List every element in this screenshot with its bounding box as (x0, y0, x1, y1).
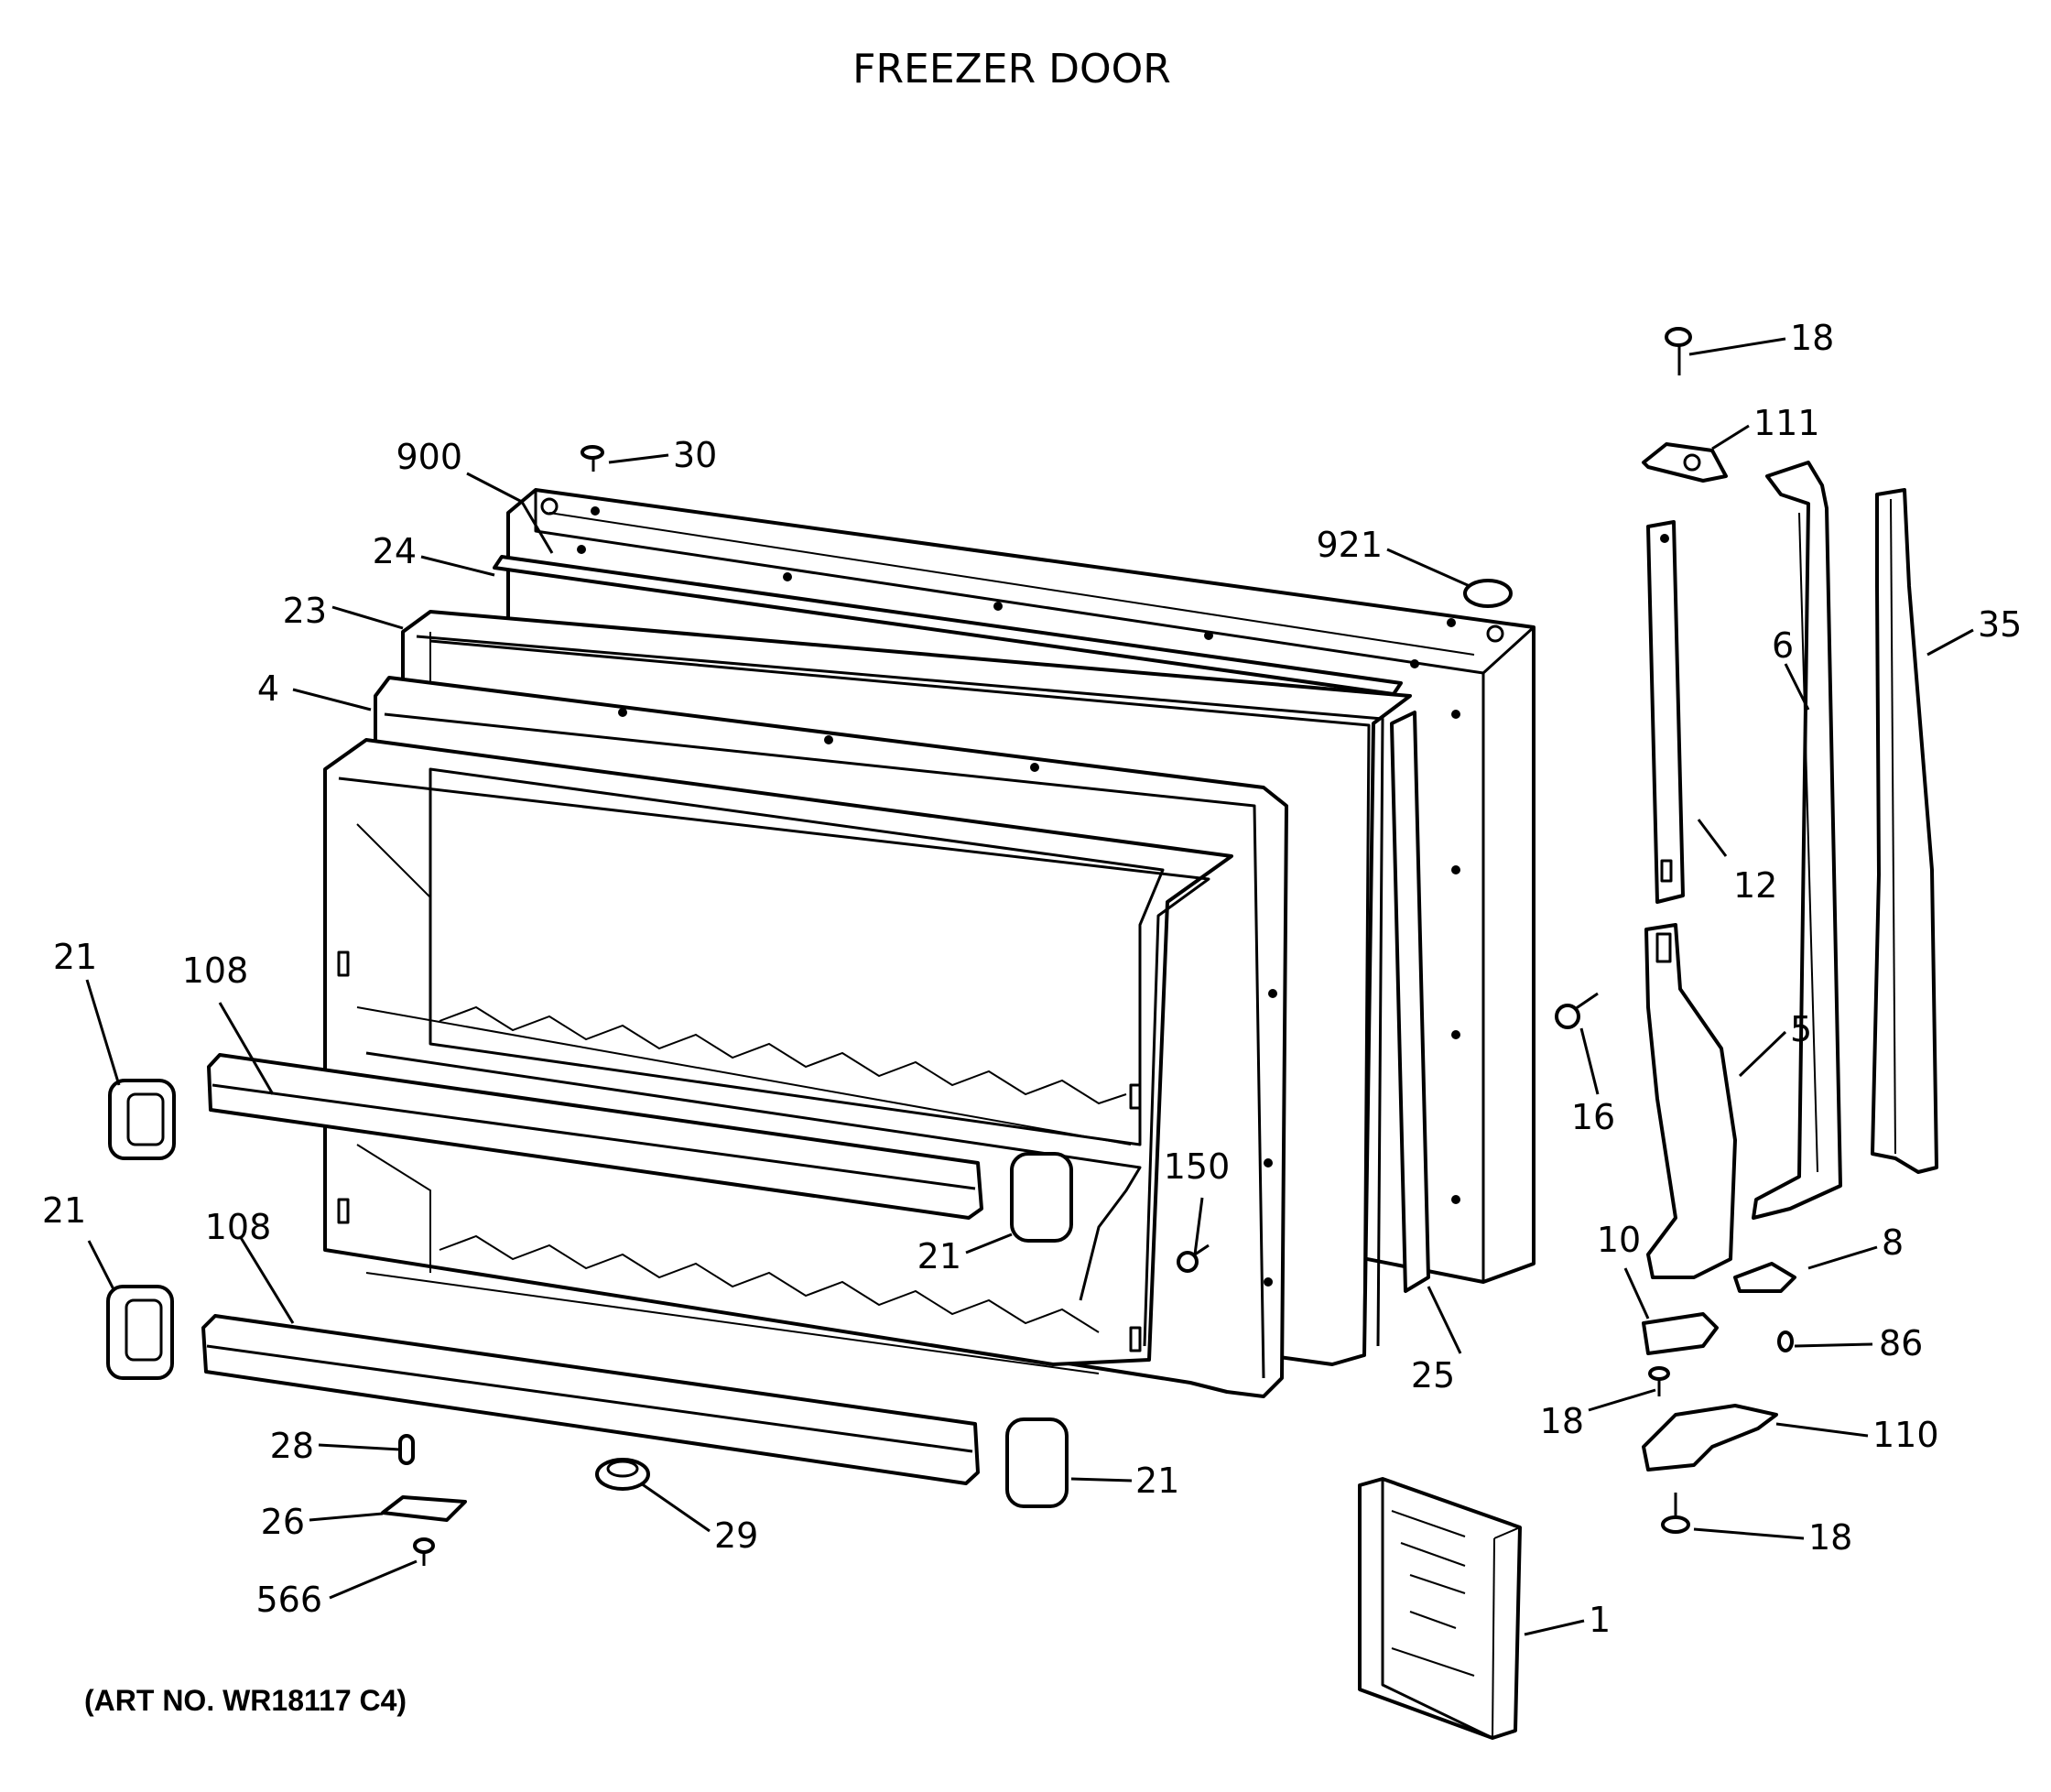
art-number: (ART NO. WR18117 C4) (84, 1684, 407, 1717)
callout-900: 900 (396, 437, 462, 477)
callout-35: 35 (1978, 604, 2022, 645)
cap-plug (1463, 579, 1513, 608)
callout-18-mid: 18 (1540, 1401, 1584, 1441)
callout-111: 111 (1753, 403, 1820, 443)
callout-150: 150 (1164, 1146, 1231, 1187)
callout-10: 10 (1597, 1220, 1641, 1260)
callout-110: 110 (1872, 1415, 1939, 1455)
hinge-111 (1642, 442, 1728, 483)
callout-8: 8 (1882, 1222, 1904, 1263)
callout-12: 12 (1733, 865, 1777, 906)
callout-108-a: 108 (182, 950, 249, 991)
callout-labels: 900 30 24 23 4 921 18 111 6 35 12 5 16 2… (42, 318, 2023, 1640)
owners-manual (1358, 1477, 1522, 1740)
screw-16 (1555, 992, 1599, 1029)
callout-566: 566 (255, 1580, 322, 1620)
shelf-end-cap-a (108, 1079, 176, 1160)
callout-16: 16 (1571, 1097, 1615, 1137)
callout-921: 921 (1316, 525, 1383, 565)
plate-26 (381, 1495, 467, 1522)
callout-4: 4 (257, 668, 279, 709)
screw-28 (398, 1434, 415, 1465)
screw-18-top (1665, 327, 1692, 375)
screw-18-mid (1648, 1366, 1670, 1396)
callout-23: 23 (283, 591, 327, 631)
callout-86: 86 (1879, 1323, 1923, 1363)
screw-18-bottom (1661, 1493, 1690, 1534)
callout-29: 29 (714, 1515, 758, 1556)
leader-lines (85, 337, 1974, 1636)
callout-21-d: 21 (1135, 1461, 1179, 1501)
handle-5 (1644, 923, 1737, 1279)
door-shelf-bar-upper (207, 1053, 983, 1220)
callout-25: 25 (1411, 1355, 1455, 1396)
hinge-bar-12 (1646, 520, 1685, 904)
stop-8 (1733, 1262, 1796, 1293)
diagram-title: FREEZER DOOR (852, 46, 1171, 92)
shelf-end-cap-c (1010, 1152, 1073, 1243)
bracket-10 (1642, 1312, 1719, 1355)
top-strip (493, 555, 1403, 696)
door-shelf-bar-lower (201, 1314, 980, 1485)
callout-24: 24 (373, 531, 417, 571)
shelf-end-cap-b (106, 1285, 174, 1380)
screw-86 (1777, 1330, 1794, 1352)
callout-18-bottom: 18 (1808, 1517, 1852, 1558)
callout-21-a: 21 (53, 937, 97, 977)
callout-5: 5 (1790, 1009, 1812, 1049)
callout-26: 26 (261, 1502, 305, 1542)
bottom-hinge-110 (1642, 1404, 1778, 1472)
callout-1: 1 (1589, 1600, 1611, 1640)
shelf-end-cap-d (1005, 1417, 1069, 1508)
callout-21-b: 21 (42, 1190, 86, 1231)
inner-door-liner (323, 676, 1288, 1398)
screw-150 (1177, 1244, 1210, 1273)
callout-108-b: 108 (205, 1207, 272, 1247)
plug-29 (595, 1458, 650, 1491)
hinge-strap-6 (1752, 461, 1842, 1220)
seal-35 (1871, 488, 1938, 1174)
callout-6: 6 (1772, 625, 1794, 666)
screw-566 (413, 1537, 435, 1566)
callout-18-top: 18 (1790, 318, 1834, 358)
callout-28: 28 (270, 1426, 314, 1466)
side-strip (1390, 711, 1430, 1293)
callout-21-c: 21 (917, 1236, 961, 1276)
callout-30: 30 (673, 435, 717, 475)
screw-30 (581, 445, 604, 472)
